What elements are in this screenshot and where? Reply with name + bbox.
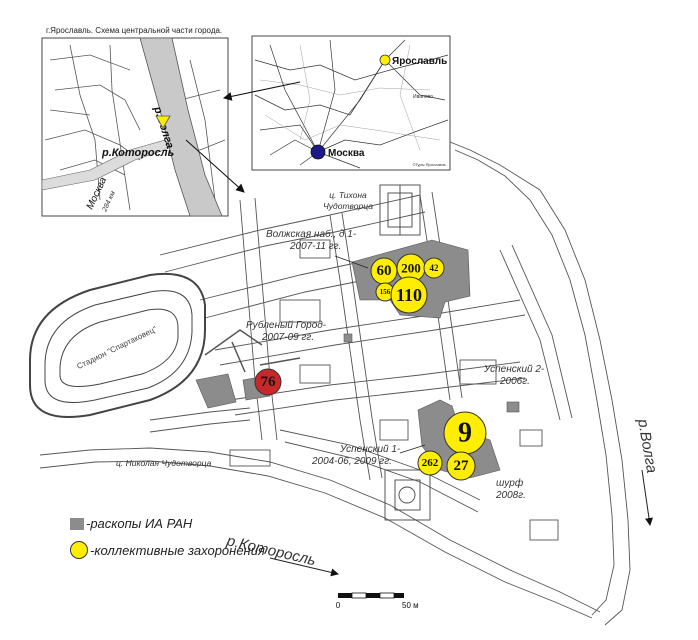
church-tikhon-label-2: Чудотворца [323,201,373,211]
uspensky2-label-2: 2006г. [499,376,530,387]
yaroslavl-marker [379,54,391,66]
kotorosl-flow-arrow [269,557,339,577]
rubleny-walls [204,329,301,373]
uspensky1-label-1: Успенский 1- [339,444,401,455]
inset-location-marker [155,115,171,129]
inset-connector-arrows [185,81,301,193]
volga-river-label: р.Волга [634,417,660,475]
rubleny-label-1: Рубленый Город- [246,319,327,331]
burial-swatch [70,541,88,559]
uspensky-complex [384,469,431,521]
church-tikhon-label-1: ц. Тихона [329,190,367,200]
burial-marker-76: 76 [254,368,282,396]
stadium: Стадион "Спартаковец" [29,272,206,418]
burial-markers: 60 200 42 156 110 76 9 262 [254,253,487,481]
svg-text:9: 9 [458,418,472,449]
excavation-swatch [70,517,84,530]
svg-text:27: 27 [454,458,470,474]
burial-marker-60: 60 [370,257,398,285]
burial-marker-9: 9 [443,411,487,455]
shurf-label-2: 2008г. [495,490,526,501]
svg-text:110: 110 [396,285,422,305]
inset-local-map: г.Ярославль. Схема центральной части гор… [41,26,229,217]
legend-burials: -коллективные захоронения [70,541,265,559]
burial-marker-27: 27 [446,451,476,481]
uspensky2-label-1: Успенский 2- [483,364,545,375]
church-nikolay-label: ц. Николая Чудотворца [116,458,212,468]
leader-lines [334,255,426,454]
volga-flow-arrow [641,469,653,526]
volzhskaya-label-2: 2007-11 гг. [289,241,341,252]
svg-text:60: 60 [377,263,392,279]
inset-kotorosl-label: р.Которосль [101,147,174,159]
inset-local-caption: г.Ярославль. Схема центральной части гор… [46,26,222,35]
legend-burials-text: -коллективные захоронения [90,542,265,558]
region-credit: ©Гуры Ярославль [413,162,446,167]
burial-marker-262: 262 [417,450,443,476]
yaroslavl-label: Ярославль [392,56,447,67]
svg-text:42: 42 [430,263,440,273]
moscow-marker [310,144,326,160]
site-labels: ц. Тихона Чудотворца Волжская наб., д.1-… [116,190,660,577]
svg-text:76: 76 [261,374,277,390]
legend-excavations: -раскопы ИА РАН [70,516,192,531]
uspensky1-label-2: 2004-06, 2009 гг. [311,456,392,467]
scale-fifty: 50 м [402,601,419,610]
rubleny-label-2: 2007-09 гг. [261,332,314,343]
legend-excavations-text: -раскопы ИА РАН [86,516,193,531]
stadium-label: Стадион "Спартаковец" [75,324,158,371]
scale-zero: 0 [336,601,341,610]
inset-region-map: Ярославль Москва Иваново ©Гуры Ярославль [251,35,451,171]
volzhskaya-label-1: Волжская наб., д.1- [266,228,357,240]
church-tikhon [379,184,421,236]
ivanovo-label: Иваново [413,94,433,100]
svg-text:262: 262 [422,457,439,469]
svg-text:156: 156 [380,288,391,296]
burial-marker-42: 42 [423,257,445,279]
burial-marker-110: 110 [390,276,428,314]
shurf-label-1: шурф [496,477,524,489]
moscow-label: Москва [328,148,365,159]
scale-bar: 0 50 м [336,592,419,610]
svg-text:200: 200 [401,261,421,276]
